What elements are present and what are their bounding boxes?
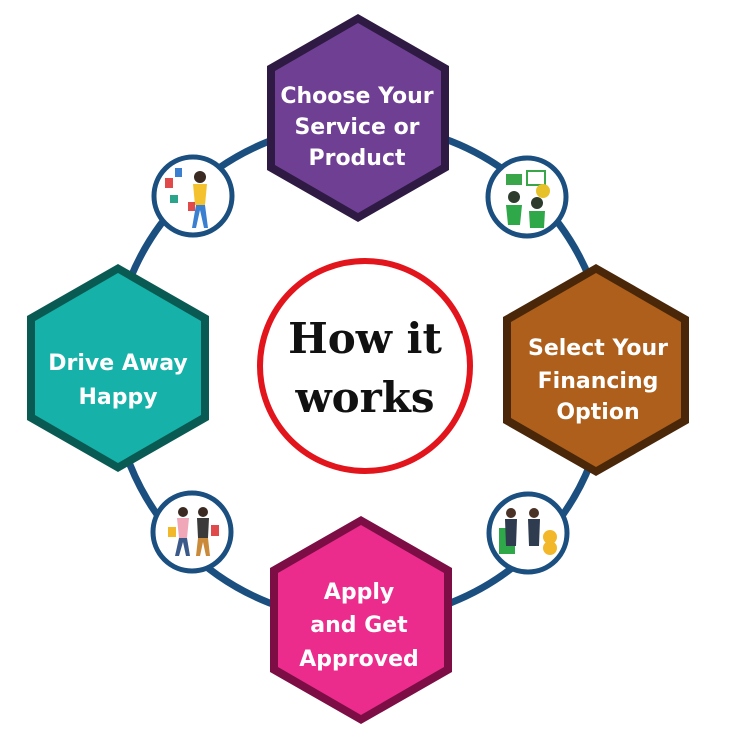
step-choose-line-2: Service or xyxy=(294,115,419,140)
step-financing-hexagon: Select Your Financing Option xyxy=(503,264,689,476)
step-financing-line-1: Select Your xyxy=(528,336,668,361)
step-apply-line-1: Apply xyxy=(324,580,394,605)
step-drive-line-2: Happy xyxy=(78,385,157,410)
shopping-couple-icon xyxy=(150,490,234,574)
step-apply-line-2: and Get xyxy=(310,613,408,638)
center-title-line-2: works xyxy=(294,373,434,422)
step-apply-line-3: Approved xyxy=(299,647,419,672)
step-choose-line-1: Choose Your xyxy=(280,84,433,109)
step-financing-line-3: Option xyxy=(556,400,639,425)
center-title-line-1: How it xyxy=(288,314,442,363)
finance-planning-icon xyxy=(485,155,569,239)
center-circle: How it works xyxy=(257,258,473,474)
handshake-deal-icon xyxy=(486,491,570,575)
step-choose-line-3: Product xyxy=(308,146,406,171)
shopping-woman-icon xyxy=(151,154,235,238)
step-drive-line-1: Drive Away xyxy=(48,351,187,376)
step-choose-service-hexagon: Choose Your Service or Product xyxy=(267,14,449,222)
step-financing-line-2: Financing xyxy=(538,369,659,394)
step-apply-hexagon: Apply and Get Approved xyxy=(270,516,452,724)
step-drive-away-hexagon: Drive Away Happy xyxy=(27,264,209,472)
